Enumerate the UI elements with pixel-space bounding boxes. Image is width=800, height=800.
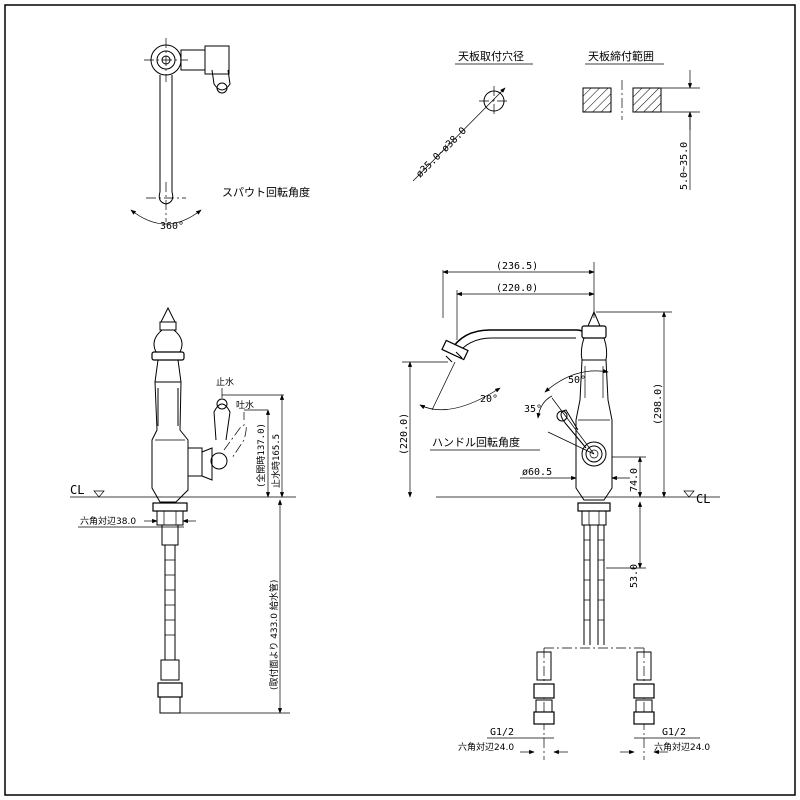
spout-rotation-caption: スパウト回転角度 xyxy=(222,185,310,199)
left-thread-label: G1/2 xyxy=(490,727,514,738)
counter-thickness-label: 5.0~35.0 xyxy=(679,142,690,190)
open-water-label: 吐水 xyxy=(236,399,254,411)
counter-thickness-detail: 天板締付範囲 5.0~35.0 xyxy=(582,49,700,190)
handle-angle-35-label: 35° xyxy=(524,404,542,415)
hose-length-label: (取付面より 433.0 給水管) xyxy=(268,580,280,690)
handle-rotation-caption: ハンドル回転角度 xyxy=(432,435,520,449)
width-spout-label: (220.0) xyxy=(496,283,538,294)
hole-diameter-label: ø35.0~ø38.0 xyxy=(414,126,469,181)
side-cl-label: CL xyxy=(70,483,84,497)
height-spout-label: (220.0) xyxy=(399,413,410,455)
hole-caption: 天板取付穴径 xyxy=(458,49,524,63)
side-view: 止水 吐水 (全開時137.0) 止水時165.5 CL 六角対辺38.0 xyxy=(70,306,296,714)
front-view: (236.5) (220.0) (298.0) (220.0) 20° xyxy=(399,261,720,760)
front-cl-label: CL xyxy=(696,492,710,506)
right-hex-label: 六角対辺24.0 xyxy=(654,741,710,753)
drawing-frame xyxy=(4,4,796,796)
shank-length-label: 53.0 xyxy=(629,564,640,588)
stop-water-label: 止水 xyxy=(216,376,234,388)
handle-angle-50-label: 50° xyxy=(568,375,586,386)
rotation-angle-label: 360° xyxy=(160,221,184,232)
height-stop-label: 止水時165.5 xyxy=(270,434,282,488)
width-overall-label: (236.5) xyxy=(496,261,538,272)
height-open-label: (全開時137.0) xyxy=(255,423,267,488)
height-overall-label: (298.0) xyxy=(653,383,664,425)
top-view: 360° スパウト回転角度 xyxy=(130,38,310,232)
counter-caption: 天板締付範囲 xyxy=(588,49,654,63)
base-height-label: 74.0 xyxy=(629,468,640,492)
right-thread-label: G1/2 xyxy=(662,727,686,738)
mounting-hole-detail: 天板取付穴径 ø35.0~ø38.0 xyxy=(412,49,533,182)
spout-angle-label: 20° xyxy=(480,394,498,405)
side-hex-label: 六角対辺38.0 xyxy=(80,515,136,527)
base-diameter-label: ø60.5 xyxy=(522,467,552,478)
left-hex-label: 六角対辺24.0 xyxy=(458,741,514,753)
